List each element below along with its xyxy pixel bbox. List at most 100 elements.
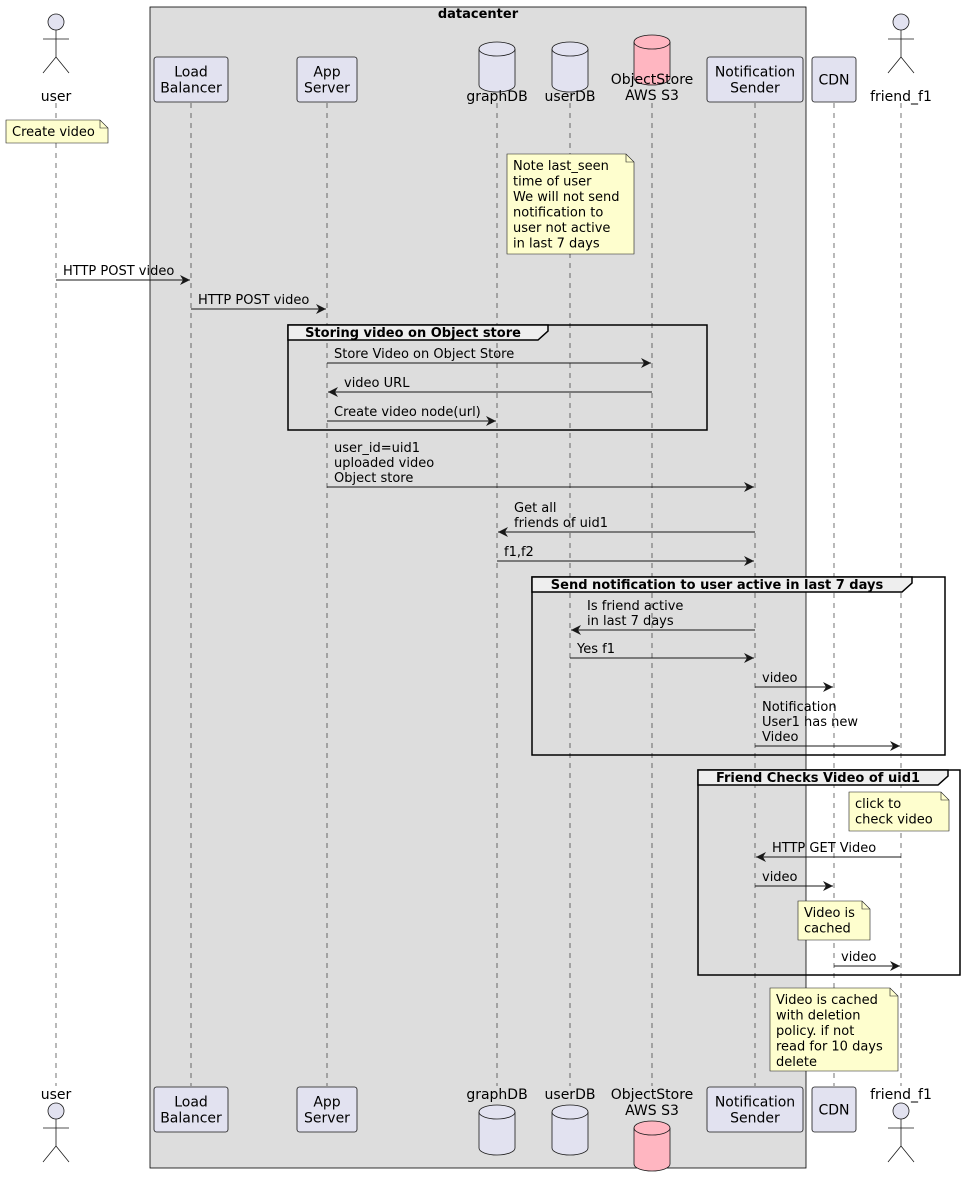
message-label: user_id=uid1 <box>334 441 420 456</box>
note-text: cached <box>804 922 851 937</box>
message-label: HTTP POST video <box>198 293 309 308</box>
group-frame: Friend Checks Video of uid1 <box>697 769 961 976</box>
database-label: AWS S3 <box>625 88 679 104</box>
group-frame: Send notification to user active in last… <box>531 576 946 756</box>
note-text: Video is cached <box>776 993 878 1008</box>
participant-label: Notification <box>715 65 795 81</box>
note-text: check video <box>855 813 933 828</box>
actor-label: friend_f1 <box>870 1087 932 1103</box>
message-label: Store Video on Object Store <box>334 347 514 362</box>
note: Create video <box>5 119 109 144</box>
participant-cdn-top: CDN <box>811 56 857 103</box>
message-label: HTTP GET Video <box>772 841 876 856</box>
actor-user-bottom: user <box>41 1087 72 1163</box>
message-label: User1 has new <box>762 715 858 730</box>
participant-label: App <box>313 1095 340 1111</box>
message-arrow: video <box>755 671 833 692</box>
participant-cdn-bottom: CDN <box>811 1086 857 1133</box>
database-graph-bottom: graphDB <box>466 1087 528 1156</box>
database-label: AWS S3 <box>625 1103 679 1119</box>
participant-label: Sender <box>730 81 780 97</box>
message-label: Notification <box>762 700 837 715</box>
group-frame: Storing video on Object store <box>287 324 708 431</box>
message-arrow: HTTP POST video <box>191 293 326 314</box>
database-label: graphDB <box>466 1087 527 1103</box>
message-label: video <box>841 950 877 965</box>
message-label: Video <box>762 730 798 745</box>
actor-friend-bottom: friend_f1 <box>870 1087 932 1163</box>
participant-label: Server <box>304 81 350 97</box>
message-arrow: f1,f2 <box>497 545 754 566</box>
message-label: HTTP POST video <box>63 264 174 279</box>
actor-user-top: user <box>41 13 72 105</box>
participant-label: Sender <box>730 1111 780 1127</box>
participant-label: Balancer <box>160 81 222 97</box>
database-label: userDB <box>545 89 596 105</box>
participant-label: Notification <box>715 1095 795 1111</box>
note-text: Video is <box>804 906 855 921</box>
database-userdb-top: userDB <box>545 41 596 105</box>
message-label: friends of uid1 <box>514 516 608 531</box>
participant-label: Balancer <box>160 1111 222 1127</box>
message-label: in last 7 days <box>587 614 674 629</box>
message-label: Is friend active <box>587 599 683 614</box>
group-label: Storing video on Object store <box>305 326 521 341</box>
note-text: user not active <box>513 221 610 236</box>
datacenter-label: datacenter <box>438 7 519 22</box>
actor-label: user <box>41 1087 72 1103</box>
participant-label: App <box>313 65 340 81</box>
message-arrow: Create video node(url) <box>327 405 496 426</box>
participant-label: Load <box>174 1095 208 1111</box>
message-arrow: Yes f1 <box>570 642 754 663</box>
note-text: click to <box>855 797 901 812</box>
note-text: in last 7 days <box>513 237 600 252</box>
note-text: delete <box>776 1055 817 1070</box>
message-label: Create video node(url) <box>334 405 481 420</box>
note-text: policy. if not <box>776 1024 854 1039</box>
message-arrow: video <box>755 870 833 891</box>
message-label: Object store <box>334 471 413 486</box>
database-label: userDB <box>545 1087 596 1103</box>
database-label: graphDB <box>466 89 527 105</box>
note-text: Note last_seen <box>513 159 609 174</box>
database-userdb-bottom: userDB <box>545 1087 596 1156</box>
participant-label: CDN <box>818 1103 849 1119</box>
group-label: Friend Checks Video of uid1 <box>716 771 920 786</box>
note-text: read for 10 days <box>776 1040 883 1055</box>
message-arrow: video URL <box>328 376 652 397</box>
actor-label: user <box>41 89 72 105</box>
message-label: Yes f1 <box>576 642 615 657</box>
message-label: Get all <box>514 501 557 516</box>
message-arrow: HTTP GET Video <box>756 841 901 862</box>
message-label: video <box>762 870 798 885</box>
message-arrow: video <box>834 950 900 971</box>
actor-label: friend_f1 <box>870 89 932 105</box>
database-label: ObjectStore <box>611 1087 694 1103</box>
group-label: Send notification to user active in last… <box>551 578 884 593</box>
message-label: uploaded video <box>334 456 434 471</box>
participant-label: CDN <box>818 73 849 89</box>
message-arrow: HTTP POST video <box>56 264 190 285</box>
database-label: ObjectStore <box>611 72 694 88</box>
note-text: Create video <box>12 125 95 140</box>
message-label: video URL <box>344 376 410 391</box>
participant-label: Server <box>304 1111 350 1127</box>
note-text: We will not send <box>513 190 620 205</box>
message-arrow: Store Video on Object Store <box>327 347 651 368</box>
